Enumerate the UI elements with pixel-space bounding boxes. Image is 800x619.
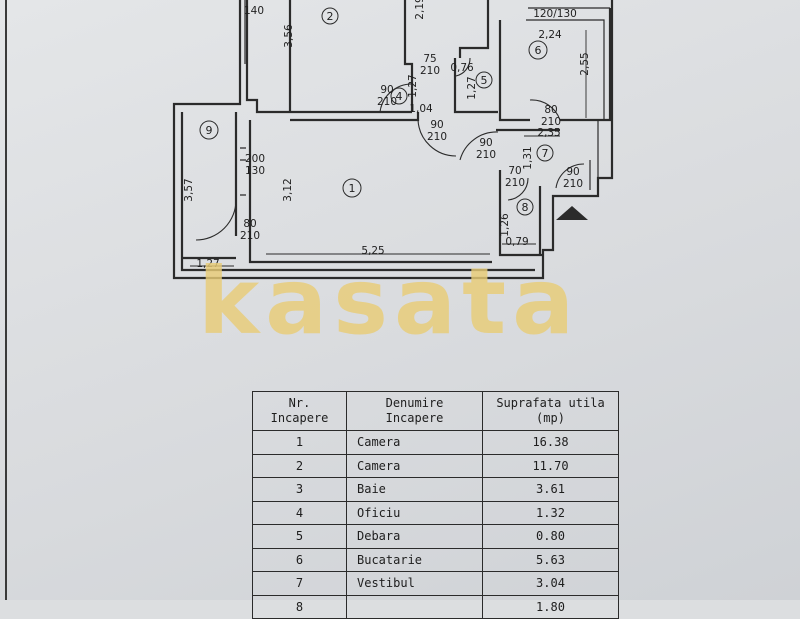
dimension-label: 5,25 — [361, 245, 384, 257]
plan-doors — [195, 57, 585, 241]
cell-area: 3.04 — [482, 571, 619, 596]
cell-name: Oficiu — [346, 500, 483, 525]
cell-name: Debara — [346, 524, 483, 549]
dimension-label: 3,57 — [183, 178, 195, 201]
room-marker-4: 4 — [390, 87, 408, 105]
dimension-label: 1,27 — [466, 76, 478, 99]
dimension-label: 1,31 — [522, 146, 534, 169]
dimension-label: 0,79 — [505, 236, 528, 248]
room-number: 9 — [206, 124, 213, 137]
cell-area: 1.80 — [482, 594, 619, 619]
room-number: 7 — [542, 147, 549, 160]
dimension-label: 1,27 — [196, 258, 219, 270]
room-marker-6: 6 — [528, 40, 548, 60]
cell-area: 0.80 — [482, 524, 619, 549]
cell-name: Bucatarie — [346, 547, 483, 572]
dimension-label: 3,56 — [283, 24, 295, 48]
header-nr: Nr.Incapere — [252, 391, 347, 431]
cell-nr: 2 — [252, 453, 347, 478]
cell-area: 5.63 — [482, 547, 619, 572]
dimension-label: 2,24 — [538, 29, 562, 41]
cell-nr: 5 — [252, 524, 347, 549]
room-number: 1 — [349, 182, 356, 195]
dimension-label: 120/130 — [533, 8, 577, 20]
room-circle — [199, 120, 219, 140]
cell-area: 1.32 — [482, 500, 619, 525]
header-area: Suprafata utila(mp) — [482, 391, 619, 431]
plan-dimension-lines — [190, 30, 587, 267]
dimension-label: 1,04 — [409, 103, 433, 115]
page-edge-line — [5, 0, 7, 600]
watermark-logo: kasata — [198, 248, 581, 355]
room-circle — [390, 87, 408, 105]
cell-area: 11.70 — [482, 453, 619, 478]
cell-nr: 7 — [252, 571, 347, 596]
cell-nr: 8 — [252, 594, 347, 619]
cell-name — [346, 594, 483, 619]
room-number: 2 — [327, 10, 334, 23]
room-marker-8: 8 — [516, 198, 534, 216]
room-marker-1: 1 — [342, 178, 362, 198]
room-number: 4 — [396, 90, 403, 103]
entrance-arrow-icon — [556, 206, 588, 220]
cell-name: Vestibul — [346, 571, 483, 596]
room-circle — [475, 71, 493, 89]
room-number: 6 — [535, 44, 542, 57]
cell-area: 3.61 — [482, 477, 619, 502]
cell-area: 16.38 — [482, 430, 619, 455]
dimension-label: 2,55 — [579, 52, 591, 75]
dimension-label: 3,12 — [282, 178, 294, 201]
dimension-label: 140 — [244, 5, 264, 17]
dimension-label: 0,76 — [450, 62, 474, 74]
cell-nr: 4 — [252, 500, 347, 525]
plan-walls — [172, 0, 614, 280]
cell-name: Camera — [346, 430, 483, 455]
room-number-circles: 1 2 4 5 6 7 8 9 — [199, 7, 554, 216]
cell-nr: 3 — [252, 477, 347, 502]
cell-nr: 6 — [252, 547, 347, 572]
cell-name: Baie — [346, 477, 483, 502]
room-number: 5 — [481, 74, 488, 87]
cell-name: Camera — [346, 453, 483, 478]
room-circle — [528, 40, 548, 60]
dimension-label: 2,35 — [537, 127, 560, 139]
dimension-label: 2,19 — [414, 0, 426, 20]
room-marker-9: 9 — [199, 120, 219, 140]
dimension-label: 1,27 — [407, 74, 419, 97]
room-marker-7: 7 — [536, 144, 554, 162]
room-circle — [321, 7, 339, 25]
cell-nr: 1 — [252, 430, 347, 455]
room-number: 8 — [522, 201, 529, 214]
room-circle — [536, 144, 554, 162]
room-circle — [516, 198, 534, 216]
room-marker-2: 2 — [321, 7, 339, 25]
room-marker-5: 5 — [475, 71, 493, 89]
room-circle — [342, 178, 362, 198]
dimension-label: 1,26 — [499, 213, 511, 237]
